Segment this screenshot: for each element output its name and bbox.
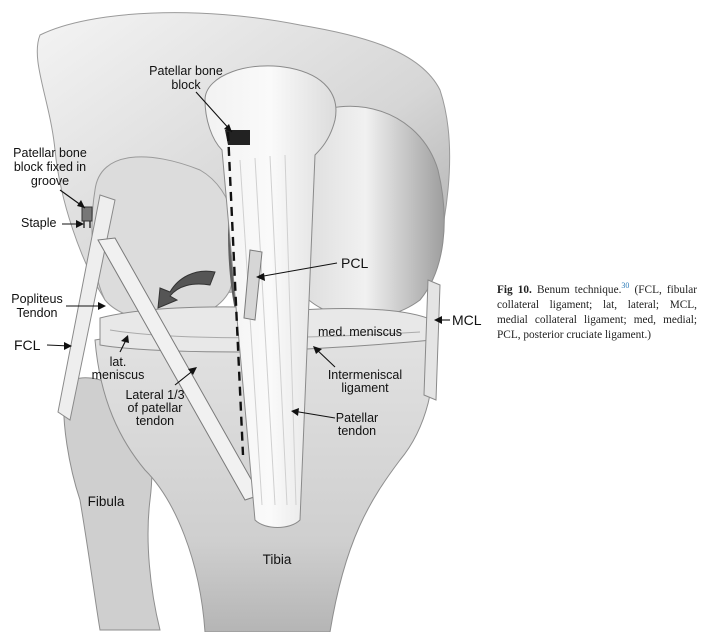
figure-number: Fig 10. [497, 283, 532, 296]
label-med-meniscus: med. meniscus [318, 325, 402, 339]
label-fcl: FCL [14, 337, 72, 353]
patella-and-tendon [204, 65, 337, 528]
staple-hardware [81, 206, 93, 228]
label-staple: Staple [21, 216, 84, 230]
label-tibia: Tibia [263, 552, 292, 567]
svg-text:med. meniscus: med. meniscus [318, 325, 402, 339]
graft-tunnel-path [226, 131, 245, 456]
label-lat-meniscus: lat.meniscus [92, 335, 145, 382]
svg-text:FCL: FCL [14, 337, 41, 353]
mcl-ligament [423, 279, 441, 401]
svg-text:Staple: Staple [21, 216, 56, 230]
graft-redirect-arrow [157, 270, 216, 309]
label-fibula: Fibula [88, 494, 125, 509]
svg-text:lat.meniscus: lat.meniscus [92, 355, 145, 382]
svg-text:PCL: PCL [341, 255, 368, 271]
svg-text:Fibula: Fibula [88, 494, 125, 509]
figure-reference[interactable]: 30 [621, 281, 630, 290]
svg-text:Tibia: Tibia [263, 552, 292, 567]
label-pcl: PCL [256, 255, 368, 281]
label-mcl: MCL [434, 312, 482, 328]
figure-caption-text: (FCL, fibular collateral ligament; lat, … [497, 283, 697, 341]
fcl-ligament [57, 194, 116, 421]
pcl-ligament [243, 249, 263, 321]
figure-title: Benum technique. [536, 283, 622, 296]
svg-text:MCL: MCL [452, 312, 482, 328]
figure-caption: Fig 10. Benum technique.30 (FCL, fibular… [497, 278, 697, 343]
